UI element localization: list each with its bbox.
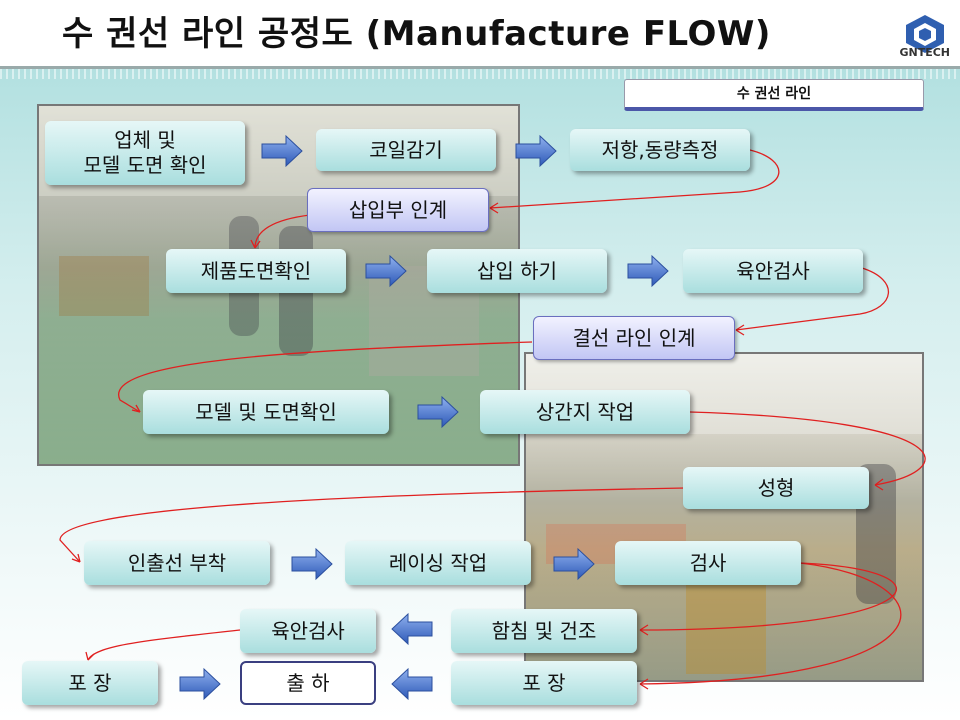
arrow-right-7 (553, 547, 595, 581)
arrow-right-2 (515, 134, 557, 168)
step-inspection: 검사 (615, 541, 801, 585)
connector-8 (639, 562, 902, 685)
step-insertion: 삽입 하기 (427, 249, 607, 293)
step-visual-inspection-2: 육안검사 (240, 609, 376, 653)
step-lead-attach: 인출선 부착 (84, 541, 270, 585)
connector-3 (735, 267, 890, 331)
page-title: 수 권선 라인 공정도 (Manufacture FLOW) (62, 14, 771, 54)
step-product-drawing: 제품도면확인 (166, 249, 346, 293)
arrow-right-8 (179, 667, 221, 701)
step-model-drawing: 모델 및 도면확인 (143, 390, 389, 434)
step-coil-winding: 코일감기 (316, 129, 496, 171)
arrow-left-1 (391, 612, 433, 646)
step-lacing: 레이싱 작업 (345, 541, 531, 585)
arrow-right-4 (627, 254, 669, 288)
header-stripe (0, 69, 960, 79)
connector-4 (117, 341, 533, 413)
step-packing-left: 포 장 (22, 661, 158, 705)
arrow-left-2 (391, 667, 433, 701)
step-packing-right: 포 장 (451, 661, 637, 705)
arrow-right-5 (417, 395, 459, 429)
line-label: 수 권선 라인 (624, 79, 924, 111)
arrow-right-6 (291, 547, 333, 581)
logo-text: GNTECH (899, 46, 950, 59)
connector-5 (689, 411, 926, 486)
title-bar: 수 권선 라인 공정도 (Manufacture FLOW) GNTECH (0, 0, 960, 69)
connector-2 (254, 214, 311, 249)
step-wiring-handover: 결선 라인 인계 (533, 316, 735, 360)
step-forming: 성형 (683, 467, 869, 509)
gntech-logo-icon (906, 15, 944, 53)
step-insertion-handover: 삽입부 인계 (307, 188, 489, 232)
step-resistance-measure: 저항,동량측정 (570, 129, 750, 171)
arrow-right-1 (261, 134, 303, 168)
connector-7 (639, 562, 897, 631)
step-visual-inspection-1: 육안검사 (683, 249, 863, 293)
connector-1 (489, 149, 780, 209)
step-check-drawing: 업체 및 모델 도면 확인 (45, 121, 245, 185)
connector-6 (59, 487, 686, 563)
connector-9 (87, 629, 241, 661)
step-interphase-work: 상간지 작업 (480, 390, 690, 434)
arrow-right-3 (365, 254, 407, 288)
step-shipping: 출 하 (240, 661, 376, 705)
step-impregnation: 함침 및 건조 (451, 609, 637, 653)
